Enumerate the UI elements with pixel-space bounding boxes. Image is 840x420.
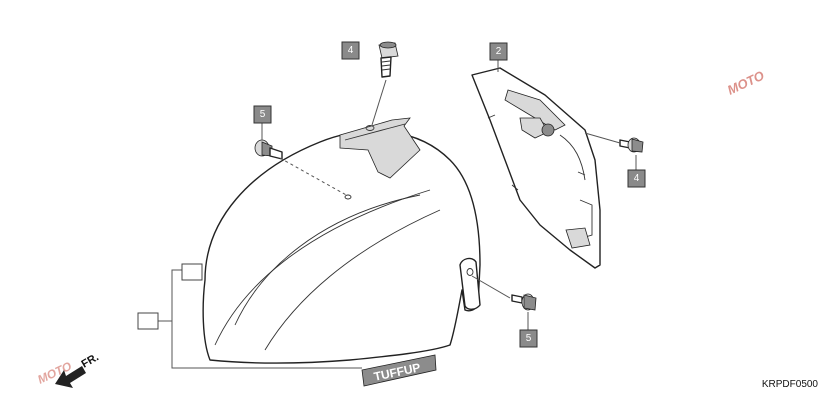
empty-callout-lower <box>137 312 159 330</box>
callout-bolt-right: 4 <box>627 169 646 188</box>
direction-label: FR. <box>80 351 101 370</box>
svg-text:4: 4 <box>348 45 354 56</box>
bolt-left <box>254 139 283 160</box>
svg-text:MOTO: MOTO <box>725 68 766 98</box>
front-fender <box>202 117 481 364</box>
svg-text:2: 2 <box>496 46 502 57</box>
empty-callout-upper <box>181 263 203 281</box>
reference-code: KRPDF0500 <box>761 379 818 390</box>
svg-text:4: 4 <box>634 173 640 184</box>
leader-lines <box>158 60 637 369</box>
callout-bolt-top: 4 <box>341 41 360 60</box>
callout-rear-panel: 2 <box>489 42 508 61</box>
emblem: TUFFUP <box>361 354 437 387</box>
svg-text:5: 5 <box>260 109 266 120</box>
bolt-bottom <box>511 293 537 311</box>
watermark-top-right: MOTO <box>725 68 766 98</box>
rear-splash-panel <box>471 67 601 269</box>
callout-bolt-left: 5 <box>253 105 272 124</box>
svg-text:5: 5 <box>526 333 532 344</box>
callout-bolt-bottom: 5 <box>519 329 538 348</box>
bolt-right <box>619 137 644 153</box>
bolt-top <box>378 41 399 78</box>
